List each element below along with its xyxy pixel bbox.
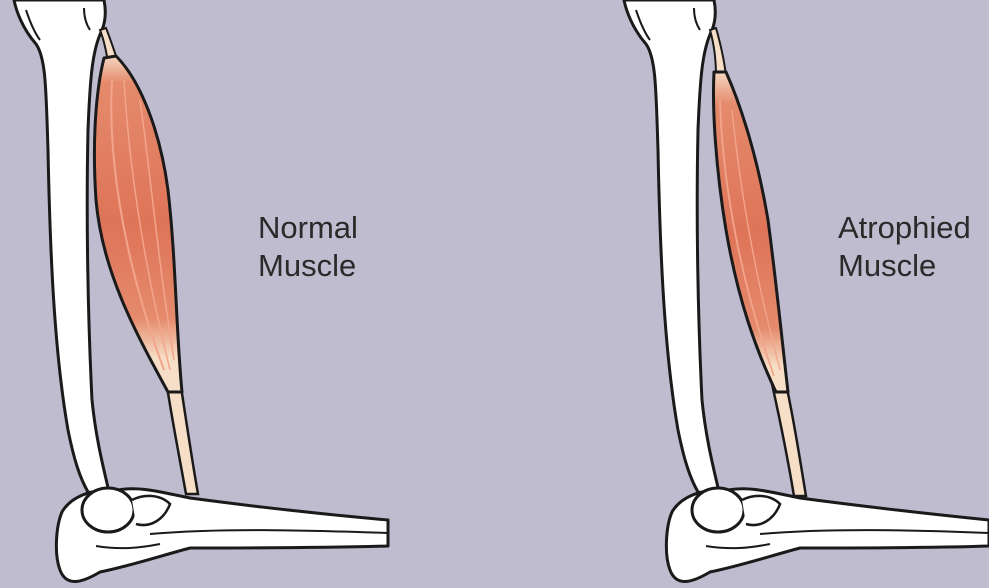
lower-tendon [772, 384, 806, 496]
humerus-bone [14, 0, 110, 496]
humerus-bone [624, 0, 720, 496]
normal-arm [14, 0, 388, 582]
normal-muscle-label: Normal Muscle [258, 209, 358, 285]
atrophied-arm [624, 0, 989, 582]
atrophied-muscle-label: Atrophied Muscle [838, 209, 971, 285]
atrophied-label-line1: Atrophied [838, 209, 971, 247]
atrophied-muscle [714, 72, 789, 392]
normal-muscle [94, 56, 182, 392]
normal-label-line1: Normal [258, 209, 358, 247]
normal-label-line2: Muscle [258, 247, 358, 285]
atrophied-label-line2: Muscle [838, 247, 971, 285]
upper-tendon [710, 28, 726, 76]
lower-tendon [166, 380, 198, 494]
